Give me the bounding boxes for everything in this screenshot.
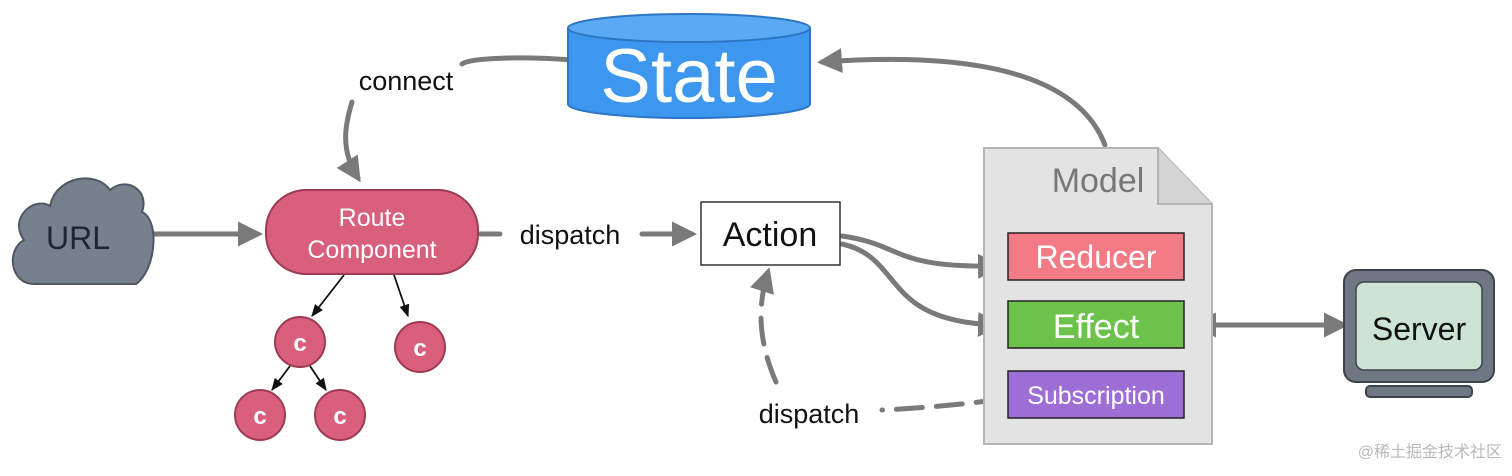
child-label: c bbox=[293, 330, 306, 357]
model-node: Model Reducer Effect Subscription bbox=[983, 147, 1213, 445]
action-to-effect-arrow bbox=[839, 241, 1003, 337]
state-label: State bbox=[600, 34, 777, 119]
url-label: URL bbox=[46, 220, 110, 256]
tree-arrow bbox=[311, 274, 345, 317]
dispatch-label: dispatch bbox=[520, 220, 621, 250]
watermark: @稀土掘金技术社区 bbox=[1358, 443, 1502, 461]
url-node: URL bbox=[11, 177, 155, 285]
reducer-node: Reducer bbox=[1007, 232, 1185, 281]
effect-node: Effect bbox=[1007, 300, 1185, 349]
route-component-node: Route Component bbox=[265, 189, 479, 275]
action-label: Action bbox=[723, 216, 818, 254]
action-node: Action bbox=[700, 201, 841, 266]
child-component-node: c bbox=[234, 389, 286, 441]
route-label-line1: Route bbox=[339, 204, 406, 232]
tree-arrow bbox=[309, 365, 327, 392]
subscription-node: Subscription bbox=[1007, 370, 1185, 419]
child-component-node: c bbox=[274, 316, 326, 368]
tree-arrow bbox=[271, 365, 291, 392]
subscription-label: Subscription bbox=[1027, 382, 1165, 410]
connect-arrow bbox=[346, 55, 575, 178]
child-label: c bbox=[333, 403, 346, 430]
action-to-reducer-arrow bbox=[839, 233, 1003, 279]
child-component-node: c bbox=[394, 321, 446, 373]
effect-label: Effect bbox=[1053, 308, 1140, 346]
model-label: Model bbox=[1052, 162, 1145, 200]
server-stand bbox=[1365, 385, 1473, 398]
state-node: State bbox=[567, 13, 811, 119]
child-label: c bbox=[413, 335, 426, 362]
child-label: c bbox=[253, 403, 266, 430]
model-to-state-arrow bbox=[817, 48, 1108, 148]
route-label-line2: Component bbox=[307, 236, 436, 264]
server-label: Server bbox=[1372, 311, 1467, 347]
subscription-to-action-arrow bbox=[750, 267, 779, 385]
server-node: Server bbox=[1343, 269, 1495, 398]
child-component-node: c bbox=[314, 389, 366, 441]
tree-arrow bbox=[393, 274, 410, 318]
reducer-label: Reducer bbox=[1036, 239, 1157, 275]
connect-label: connect bbox=[359, 66, 454, 96]
subscription-dispatch-label: dispatch bbox=[759, 399, 860, 429]
